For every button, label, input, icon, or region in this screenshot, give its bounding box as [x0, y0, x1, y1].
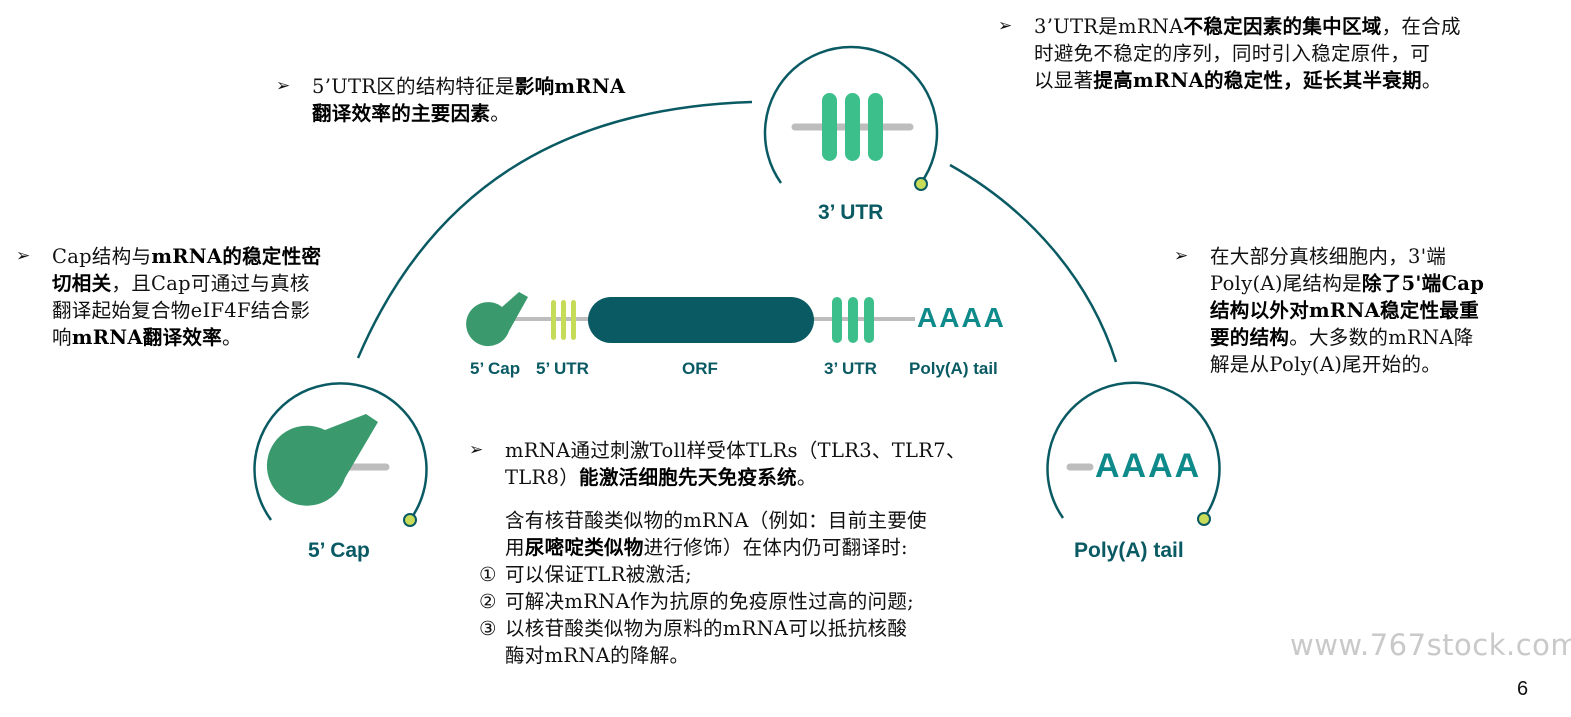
polya-node-dot: [1197, 512, 1211, 526]
polya-node-label: Poly(A) tail: [1074, 539, 1184, 562]
cap-node-label: 5’ Cap: [308, 539, 370, 562]
mrna-strand: [466, 292, 915, 347]
utr3-node-dot: [914, 177, 928, 191]
center-utr3-bar: [848, 297, 858, 343]
utr3-node-label: 3’ UTR: [818, 201, 884, 224]
bullet-polya: ➢ 在大部分真核细胞内，3'端 Poly(A)尾结构是除了5'端Cap 结构以外…: [1174, 245, 1485, 376]
center-label-cap: 5’ Cap: [470, 359, 521, 378]
center-orf-block: [588, 297, 814, 343]
bullet-marker: ➢: [276, 76, 291, 96]
utr3-node-ring: [763, 45, 939, 184]
cap-node: [253, 382, 428, 527]
center-label-utr5: 5’ UTR: [536, 359, 589, 378]
bullet-utr3: ➢ 3’UTR是mRNA不稳定因素的集中区域，在合成 时避免不稳定的序列，同时引…: [998, 15, 1461, 92]
page-number: 6: [1517, 678, 1529, 700]
cap-node-ring: [253, 382, 428, 521]
polya-node: [1046, 381, 1221, 526]
utr3-node: [763, 45, 939, 191]
center-utr5-bar: [561, 300, 566, 340]
bullet-marker: ➢: [469, 440, 484, 460]
center-polya-text: AAAA: [917, 302, 1006, 333]
bullet-cap: ➢ Cap结构与mRNA的稳定性密 切相关，且Cap可通过与真核 翻译起始复合物…: [16, 245, 322, 349]
polya-node-text: AAAA: [1095, 447, 1202, 485]
watermark: www.767stock.com: [1290, 628, 1571, 662]
polya-node-ring: [1046, 381, 1221, 519]
center-label-orf: ORF: [682, 359, 718, 378]
center-utr3-bar: [832, 297, 842, 343]
arc-utr3-to-polya: [949, 163, 1118, 363]
analog-paragraph: 含有核苷酸类似物的mRNA（例如：目前主要使 用尿嘧啶类似物进行修饰）在体内仍可…: [479, 507, 1045, 669]
cap-node-dot: [403, 513, 417, 527]
center-utr5-bar: [551, 300, 556, 340]
arc-cap-to-utr3: [356, 100, 753, 359]
center-label-utr3: 3’ UTR: [824, 359, 877, 378]
center-utr5-bar: [571, 300, 576, 340]
utr3-node-bar: [868, 93, 883, 161]
bullet-tlr: ➢ mRNA通过刺激Toll样受体TLRs（TLR3、TLR7、 TLR8）能激…: [469, 439, 966, 489]
bullet-marker: ➢: [1174, 246, 1189, 266]
utr3-node-bar: [822, 93, 837, 161]
bullet-utr5: ➢ 5’UTR区的结构特征是影响mRNA 翻译效率的主要因素。: [276, 75, 626, 125]
center-cap-shape: [466, 292, 528, 347]
bullet-marker: ➢: [998, 16, 1013, 36]
center-label-polya: Poly(A) tail: [909, 359, 998, 378]
utr3-node-bar: [845, 93, 860, 161]
center-utr3-bar: [864, 297, 874, 343]
bullet-marker: ➢: [16, 246, 31, 266]
